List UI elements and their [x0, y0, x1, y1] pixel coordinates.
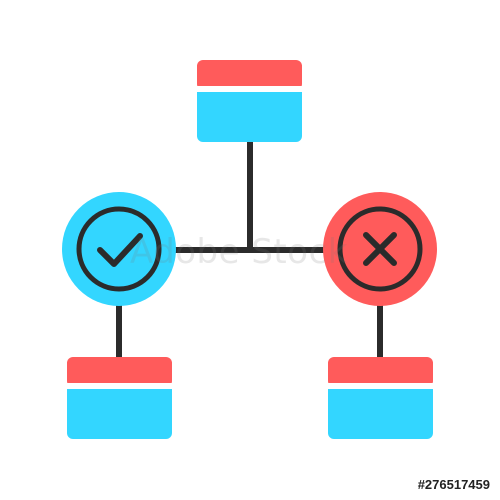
card-top	[197, 60, 302, 142]
reject-inner-ring	[337, 206, 423, 292]
image-id-label: #276517459	[417, 477, 490, 492]
card-bottom-right-header	[328, 357, 433, 387]
card-bottom-left-body	[67, 389, 172, 439]
connectors	[116, 140, 383, 360]
card-top-body	[197, 92, 302, 142]
card-bottom-right-divider	[328, 383, 433, 389]
card-bottom-left-body-fill	[67, 389, 172, 399]
card-top-body-fill	[197, 92, 302, 102]
card-bottom-left	[67, 357, 172, 439]
card-top-divider	[197, 86, 302, 92]
close-icon	[363, 232, 397, 266]
card-bottom-right-body-fill	[328, 389, 433, 399]
watermark-text: Adobe Stock	[130, 232, 348, 272]
checkmark-icon	[97, 233, 143, 267]
card-bottom-left-header	[67, 357, 172, 387]
approve-inner-ring	[76, 206, 162, 292]
approve-node	[62, 192, 176, 306]
card-bottom-left-divider	[67, 383, 172, 389]
card-top-header	[197, 60, 302, 90]
card-bottom-right-body	[328, 389, 433, 439]
card-bottom-right	[328, 357, 433, 439]
reject-node	[323, 192, 437, 306]
